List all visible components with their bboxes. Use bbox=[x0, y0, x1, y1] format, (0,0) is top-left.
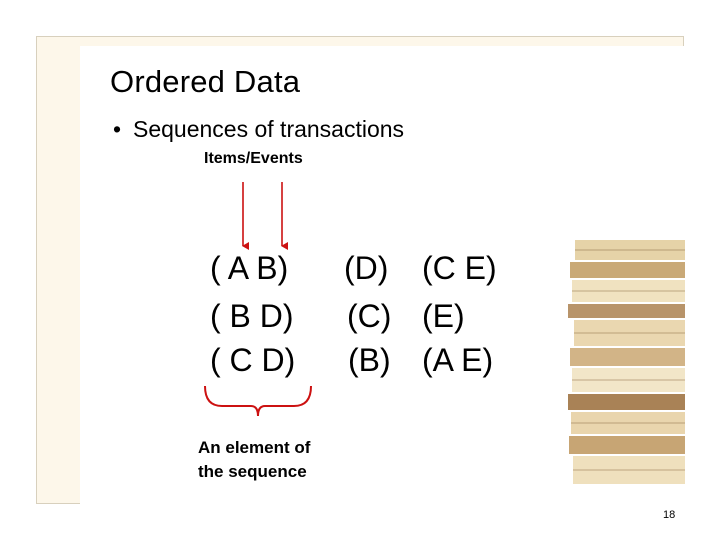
sequence-element: (C) bbox=[347, 298, 392, 334]
sequence-element: (D) bbox=[344, 250, 389, 286]
items-events-label: Items/Events bbox=[204, 150, 303, 167]
sequence-element: (A E) bbox=[422, 342, 494, 378]
bullet-item: • Sequences of transactions bbox=[113, 116, 404, 143]
sequence-element: (C E) bbox=[422, 250, 497, 286]
sequence-element: ( B D) bbox=[210, 298, 294, 334]
sequence-element: ( C D) bbox=[210, 342, 296, 378]
page-number: 18 bbox=[663, 509, 676, 521]
sequence-element: (B) bbox=[348, 342, 391, 378]
bullet-text: Sequences of transactions bbox=[133, 116, 405, 142]
element-brace bbox=[204, 385, 312, 417]
element-of-sequence-label: An element of the sequence bbox=[198, 436, 310, 484]
element-label-line-2: the sequence bbox=[198, 462, 307, 481]
sequence-element: (E) bbox=[422, 298, 465, 334]
element-label-line-1: An element of bbox=[198, 438, 311, 457]
slide-title: Ordered Data bbox=[110, 64, 301, 99]
bullet-dot: • bbox=[113, 116, 122, 142]
sequence-element: ( A B) bbox=[210, 250, 289, 286]
